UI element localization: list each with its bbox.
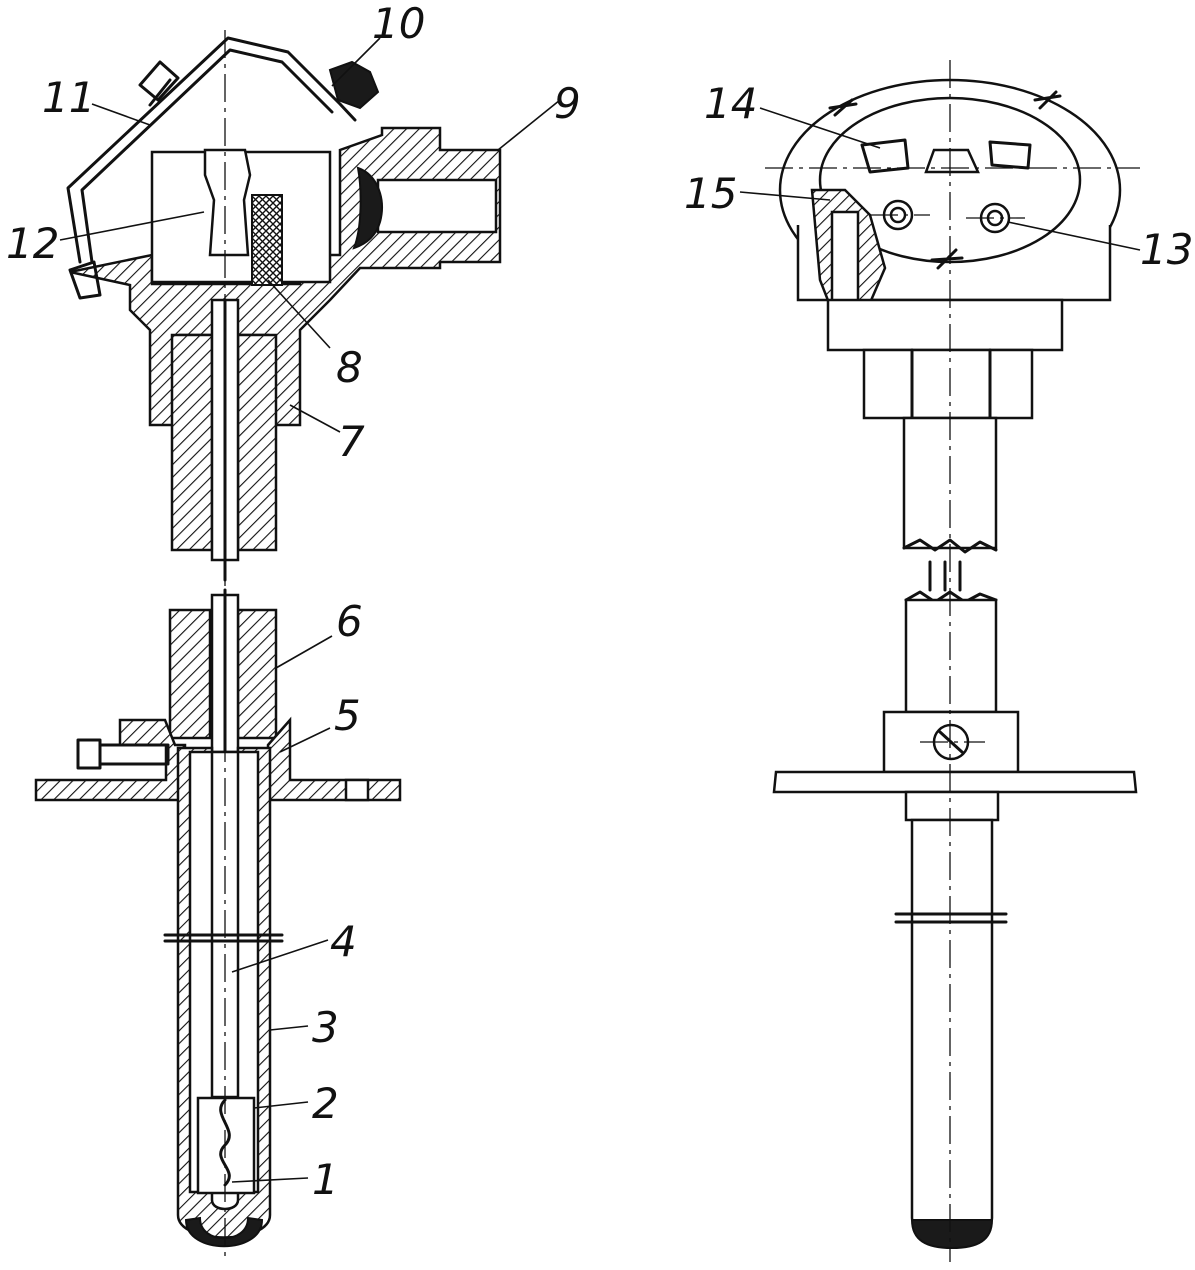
callout-14: 14 (704, 79, 757, 128)
terminal-label-right (988, 140, 1032, 170)
sheath-external (910, 818, 994, 1236)
callout-4: 4 (330, 917, 357, 966)
collar-below-flange (904, 790, 1000, 822)
lower-stem (904, 598, 998, 714)
cover-hinge (328, 60, 380, 110)
cover-lip (68, 260, 102, 300)
head-cover (66, 36, 357, 264)
tube-6-wall-left (168, 608, 212, 740)
callout-5: 5 (334, 691, 361, 740)
callout-10: 10 (372, 0, 425, 48)
insulator-block (251, 194, 283, 286)
flange (34, 718, 187, 802)
callout-9: 9 (554, 79, 581, 128)
sheath-tip-external (910, 1219, 994, 1250)
ring-mark-3 (930, 248, 964, 270)
sheath-tip (184, 1216, 264, 1248)
upper-tube-wall-left (170, 333, 214, 552)
cover-screw (138, 60, 180, 107)
callout-1: 1 (312, 1155, 339, 1204)
callout-11: 11 (42, 73, 95, 122)
head-cover-inner (80, 48, 334, 264)
ring-mark-1 (828, 98, 858, 117)
callout-12: 12 (6, 219, 59, 268)
terminal-pad-center (924, 148, 980, 174)
gland-bore (376, 178, 498, 234)
stem-break-upper (902, 538, 998, 554)
callout-3: 3 (312, 1003, 339, 1052)
callout-8: 8 (336, 343, 363, 392)
callouts: 1 2 3 4 5 6 7 8 9 10 11 12 13 14 15 (6, 0, 1193, 1204)
callout-15: 15 (684, 169, 737, 218)
upper-tube-wall-right (236, 333, 278, 552)
callout-13: 13 (1140, 225, 1193, 274)
sectional-view (34, 30, 502, 1260)
flange-bolt-hole (344, 778, 370, 802)
callout-6: 6 (336, 597, 363, 646)
external-view (765, 60, 1140, 1262)
sheath-break (163, 933, 284, 943)
tube-6-wall-right (236, 608, 278, 740)
flange-external (772, 770, 1138, 794)
leader-lines-left (59, 37, 561, 1183)
neck-upper (826, 298, 1064, 352)
locking-screw (76, 738, 170, 770)
gland-seal (352, 166, 383, 250)
hex-nut (862, 348, 1034, 420)
callout-2: 2 (312, 1079, 339, 1128)
wire-break (928, 560, 962, 592)
callout-7: 7 (338, 417, 365, 466)
ring-mark-2 (1033, 90, 1062, 110)
sheath-break-external (894, 912, 1008, 924)
leader-lines-right (739, 107, 1141, 251)
terminal-screw (203, 148, 252, 257)
